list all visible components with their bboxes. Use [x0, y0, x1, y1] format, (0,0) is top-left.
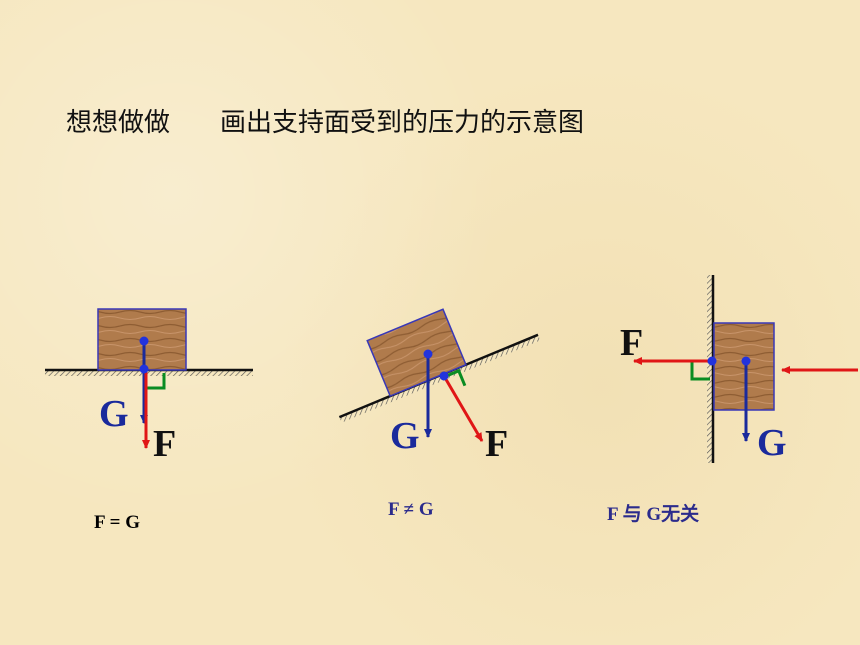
contact-dot — [707, 356, 717, 366]
center-dot — [139, 336, 149, 346]
force-label: F — [620, 322, 643, 364]
center-dot — [423, 349, 433, 359]
right-angle-mark — [690, 361, 710, 381]
heading-prefix: 想想做做 — [66, 108, 171, 138]
force-label: F — [485, 423, 508, 465]
caption-incline: F ≠ G — [388, 499, 434, 520]
diagram-incline: G F — [338, 308, 541, 465]
caption-wall: F 与 G无关 — [607, 504, 700, 525]
incline-hatch — [339, 334, 541, 423]
ground-hatch — [45, 370, 253, 376]
block — [713, 322, 775, 411]
right-angle-mark — [443, 368, 467, 387]
pressure-arrow — [442, 375, 484, 442]
diagram-horizontal: G F — [45, 308, 253, 465]
contact-dot — [139, 364, 149, 374]
gravity-label: G — [757, 422, 787, 464]
caption-horizontal: F = G — [94, 512, 141, 533]
center-dot — [741, 356, 751, 366]
block — [366, 308, 467, 398]
contact-dot — [439, 371, 449, 381]
gravity-label: G — [99, 393, 129, 435]
diagram-wall: F G — [620, 275, 858, 464]
heading-task: 画出支持面受到的压力的示意图 — [220, 108, 585, 138]
gravity-label: G — [390, 415, 420, 457]
wall-hatch — [707, 275, 713, 463]
right-angle-mark — [146, 373, 166, 390]
force-label: F — [153, 423, 176, 465]
